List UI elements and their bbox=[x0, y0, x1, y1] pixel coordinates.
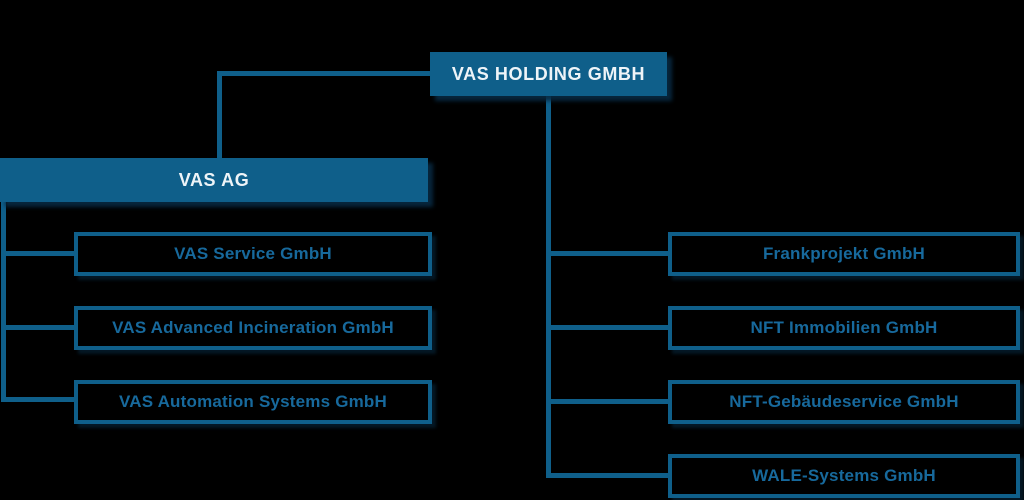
org-node-label: VAS HOLDING GMBH bbox=[451, 63, 646, 84]
connector-holding-branch-2 bbox=[546, 325, 670, 330]
org-node-label: VAS Automation Systems GmbH bbox=[119, 392, 387, 411]
connector-holding-trunk-vertical bbox=[546, 96, 551, 478]
connector-holding-branch-4 bbox=[546, 473, 670, 478]
org-node-wale-systems: WALE-Systems GmbH bbox=[668, 454, 1020, 498]
connector-holding-to-vasag-horizontal bbox=[217, 71, 430, 76]
org-node-nft-gebaeudeservice: NFT-Gebäudeservice GmbH bbox=[668, 380, 1020, 424]
org-node-label: VAS Service GmbH bbox=[174, 244, 332, 263]
org-node-vas-holding: VAS HOLDING GMBH bbox=[430, 52, 667, 96]
connector-vasag-branch-3 bbox=[1, 397, 76, 402]
connector-vasag-branch-1 bbox=[1, 251, 76, 256]
org-node-vas-advanced-incineration: VAS Advanced Incineration GmbH bbox=[74, 306, 432, 350]
connector-holding-to-vasag-vertical bbox=[217, 71, 222, 160]
org-node-vas-ag: VAS AG bbox=[0, 158, 428, 202]
org-node-label: NFT Immobilien GmbH bbox=[750, 318, 938, 337]
connector-holding-branch-1 bbox=[546, 251, 670, 256]
org-node-label: VAS AG bbox=[178, 169, 250, 190]
org-node-label: Frankprojekt GmbH bbox=[762, 244, 926, 263]
connector-vasag-branch-2 bbox=[1, 325, 76, 330]
org-node-nft-immobilien: NFT Immobilien GmbH bbox=[668, 306, 1020, 350]
org-node-frankprojekt: Frankprojekt GmbH bbox=[668, 232, 1020, 276]
org-node-vas-automation-systems: VAS Automation Systems GmbH bbox=[74, 380, 432, 424]
connector-holding-branch-3 bbox=[546, 399, 670, 404]
org-node-label: NFT-Gebäudeservice GmbH bbox=[729, 392, 959, 411]
org-node-label: WALE-Systems GmbH bbox=[752, 466, 936, 485]
connector-vasag-trunk-vertical bbox=[1, 202, 6, 402]
org-node-vas-service: VAS Service GmbH bbox=[74, 232, 432, 276]
org-node-label: VAS Advanced Incineration GmbH bbox=[112, 318, 394, 337]
